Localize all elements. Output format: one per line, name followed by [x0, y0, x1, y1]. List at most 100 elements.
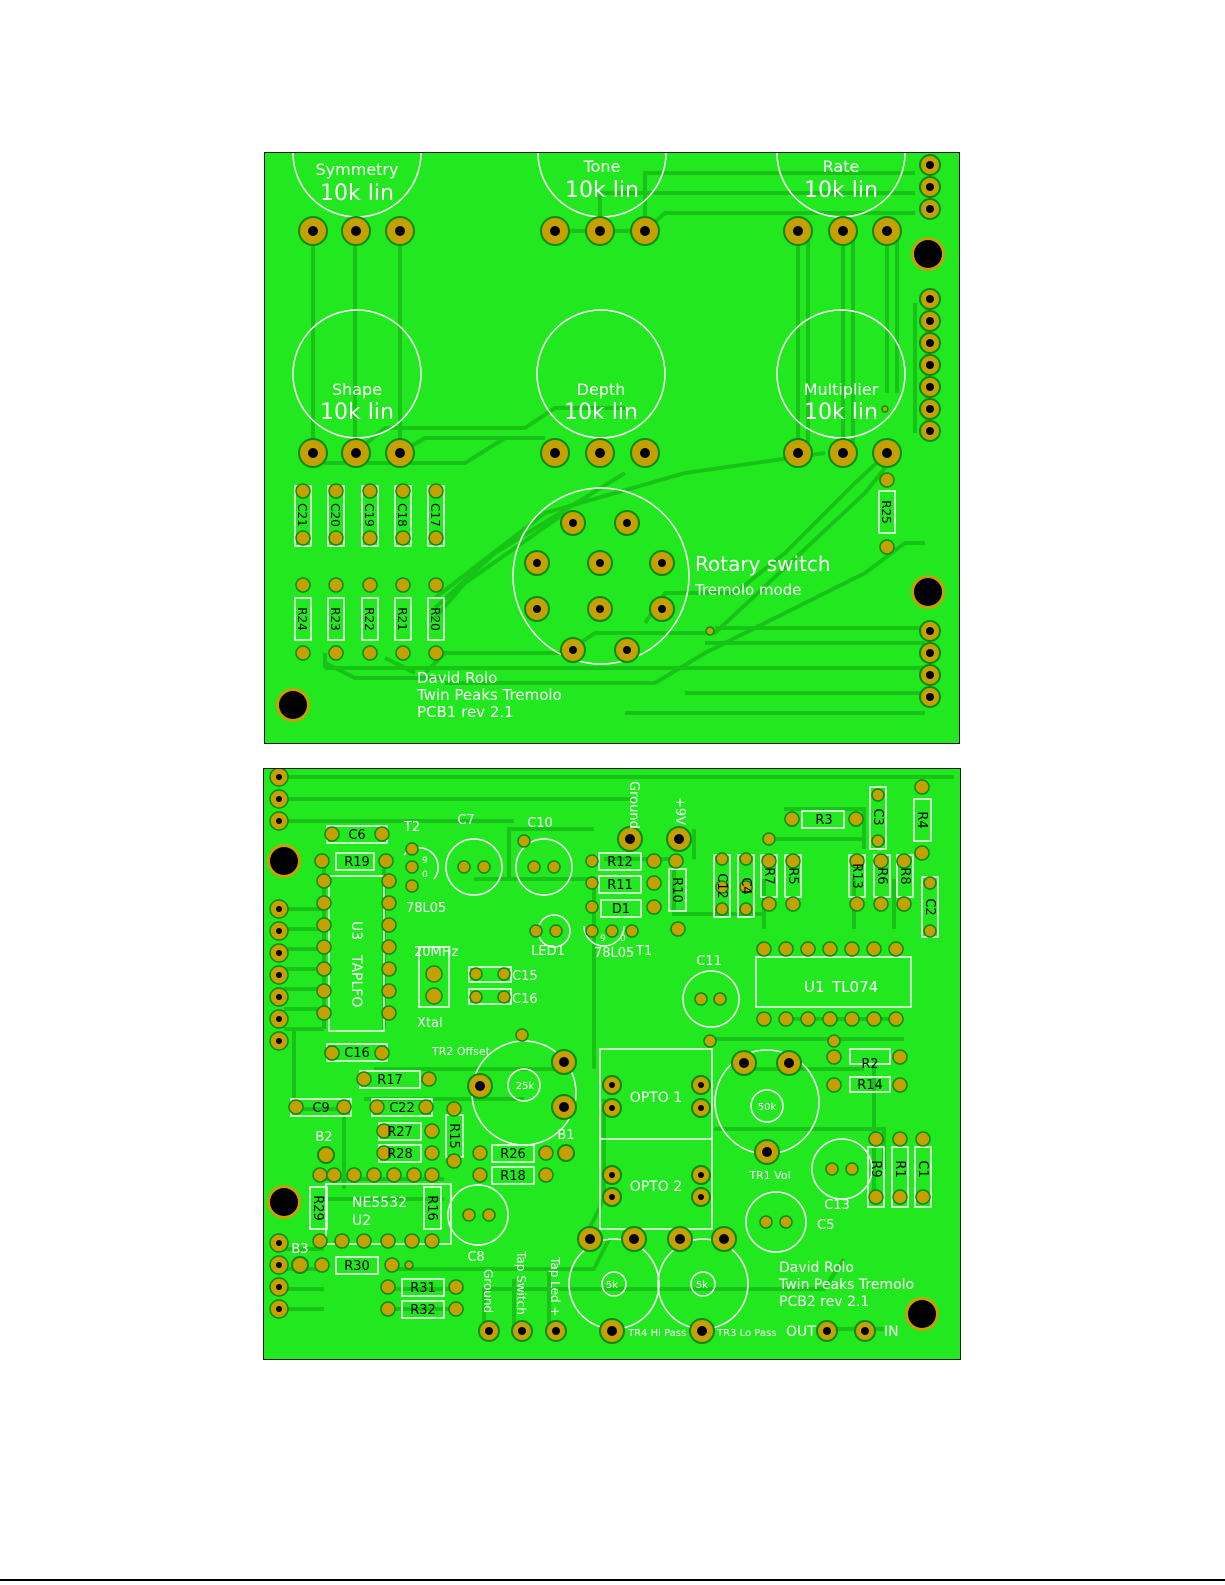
switch-title: Rotary switch	[695, 552, 831, 576]
pot-label-symmetry: Symmetry	[316, 160, 399, 179]
label-opto2: OPTO 2	[630, 1179, 682, 1195]
label-r28: R28	[387, 1147, 413, 1162]
res-label-r21: R21	[395, 607, 409, 631]
cap-label-c18: C18	[395, 503, 409, 527]
res-label-r23: R23	[328, 607, 342, 631]
label-opto1: OPTO 1	[630, 1090, 682, 1106]
label-taplfo: TAPLFO	[348, 954, 364, 1007]
cap-label-c20: C20	[328, 503, 342, 527]
pcb2-layout: C6 T2 C7 C10 Ground +9V R3 C3 R4 R19 9 0…	[267, 769, 954, 1344]
pot-value-symmetry: 10k lin	[320, 181, 394, 206]
label-t1: T1	[635, 944, 652, 959]
res-label-r25: R25	[879, 500, 893, 524]
label-tap-led: Tap Led +	[548, 1256, 562, 1316]
label-tl074: TL074	[831, 978, 878, 996]
label-plus9v: +9V	[672, 797, 687, 825]
pcb1-silkscreen: Symmetry 10k lin Tone 10k lin Rate 10k l…	[295, 157, 893, 721]
pcb1-board: Symmetry 10k lin Tone 10k lin Rate 10k l…	[264, 152, 960, 744]
label-r3: R3	[815, 813, 832, 828]
label-r8: R8	[897, 867, 912, 884]
pcb2-pads	[269, 769, 937, 1344]
credit-project: Twin Peaks Tremolo	[416, 686, 562, 704]
label-r5: R5	[785, 867, 800, 884]
label-c22: C22	[389, 1101, 415, 1116]
label-r31: R31	[410, 1281, 436, 1296]
pot-value-shape: 10k lin	[320, 400, 394, 425]
label-78l05-b: 78L05	[594, 946, 634, 961]
label-t1-pin0: 0	[620, 934, 626, 944]
label-in: IN	[884, 1324, 899, 1340]
label-c3: C3	[870, 808, 885, 825]
pcb1-layout: Symmetry 10k lin Tone 10k lin Rate 10k l…	[276, 153, 945, 722]
credit2-project: Twin Peaks Tremolo	[778, 1277, 914, 1293]
label-b2: B2	[315, 1130, 332, 1145]
credit2-author: David Rolo	[779, 1260, 854, 1276]
label-r11: R11	[607, 878, 633, 893]
switch-subtitle: Tremolo mode	[694, 581, 801, 599]
pcb2-board: C6 T2 C7 C10 Ground +9V R3 C3 R4 R19 9 0…	[263, 768, 961, 1360]
label-tr4: TR4 Hi Pass	[627, 1328, 686, 1339]
label-ground-top: Ground	[626, 781, 641, 829]
label-c16-b: C16	[344, 1046, 370, 1061]
label-c11: C11	[696, 954, 722, 969]
pot-label-tone: Tone	[583, 157, 621, 176]
label-c5: C5	[817, 1218, 834, 1233]
label-t1-pin9: 9	[600, 934, 606, 944]
pcb1-pads	[295, 154, 941, 708]
label-tr2-value: 25k	[516, 1081, 535, 1092]
res-label-r20: R20	[428, 607, 442, 631]
pot-value-multiplier: 10k lin	[804, 400, 878, 425]
pot-label-shape: Shape	[332, 380, 382, 399]
label-tr2: TR2 Offset	[431, 1045, 491, 1058]
label-d1: D1	[612, 902, 630, 917]
label-c6: C6	[348, 828, 365, 843]
label-r2: R2	[861, 1057, 878, 1072]
label-c4: C4	[738, 877, 753, 894]
label-c7: C7	[457, 813, 474, 828]
label-tr3-value: 5k	[696, 1280, 708, 1291]
label-tr4-value: 5k	[606, 1280, 618, 1291]
cap-label-c19: C19	[362, 503, 376, 527]
pot-label-depth: Depth	[577, 380, 626, 399]
label-r19: R19	[344, 855, 370, 870]
label-20mhz: 20MHz	[414, 945, 459, 960]
pcb1-traces	[311, 171, 929, 715]
label-r15: R15	[446, 1123, 461, 1149]
label-r26: R26	[500, 1147, 526, 1162]
label-c2: C2	[922, 898, 937, 915]
label-r29: R29	[310, 1195, 325, 1221]
label-u2: U2	[352, 1213, 371, 1229]
label-r14: R14	[857, 1078, 883, 1093]
label-t2-pin9: 9	[422, 856, 428, 866]
credit-revision: PCB1 rev 2.1	[417, 703, 514, 721]
label-c13: C13	[824, 1198, 850, 1213]
credit2-revision: PCB2 rev 2.1	[779, 1294, 869, 1310]
label-tr1-value: 50k	[758, 1102, 777, 1113]
label-78l05-a: 78L05	[406, 901, 446, 916]
label-c1: C1	[915, 1160, 930, 1177]
label-r17: R17	[377, 1073, 403, 1088]
label-tap-switch: Tap Switch	[514, 1250, 528, 1315]
label-tr3: TR3 Lo Pass	[716, 1328, 776, 1339]
label-c9: C9	[312, 1101, 329, 1116]
label-t2-pin0: 0	[422, 870, 428, 880]
label-r30: R30	[344, 1259, 370, 1274]
pot-label-rate: Rate	[823, 157, 860, 176]
label-c8: C8	[467, 1250, 484, 1265]
cap-label-c17: C17	[428, 503, 442, 527]
page-bottom-rule	[0, 1579, 1225, 1581]
pot-value-rate: 10k lin	[804, 178, 878, 203]
label-xtal: Xtal	[417, 1016, 443, 1031]
pcb2-silkscreen: C6 T2 C7 C10 Ground +9V R3 C3 R4 R19 9 0…	[291, 781, 937, 1340]
label-tr1: TR1 Vol	[748, 1169, 790, 1182]
credit-author: David Rolo	[417, 669, 497, 687]
label-r13: R13	[849, 863, 864, 889]
label-c16-a: C16	[512, 992, 538, 1007]
res-label-r22: R22	[362, 607, 376, 631]
pot-value-tone: 10k lin	[565, 178, 639, 203]
label-r9: R9	[868, 1160, 883, 1177]
label-r1: R1	[892, 1160, 907, 1177]
label-r12: R12	[607, 855, 633, 870]
label-b1: B1	[557, 1128, 574, 1143]
label-r18: R18	[500, 1169, 526, 1184]
